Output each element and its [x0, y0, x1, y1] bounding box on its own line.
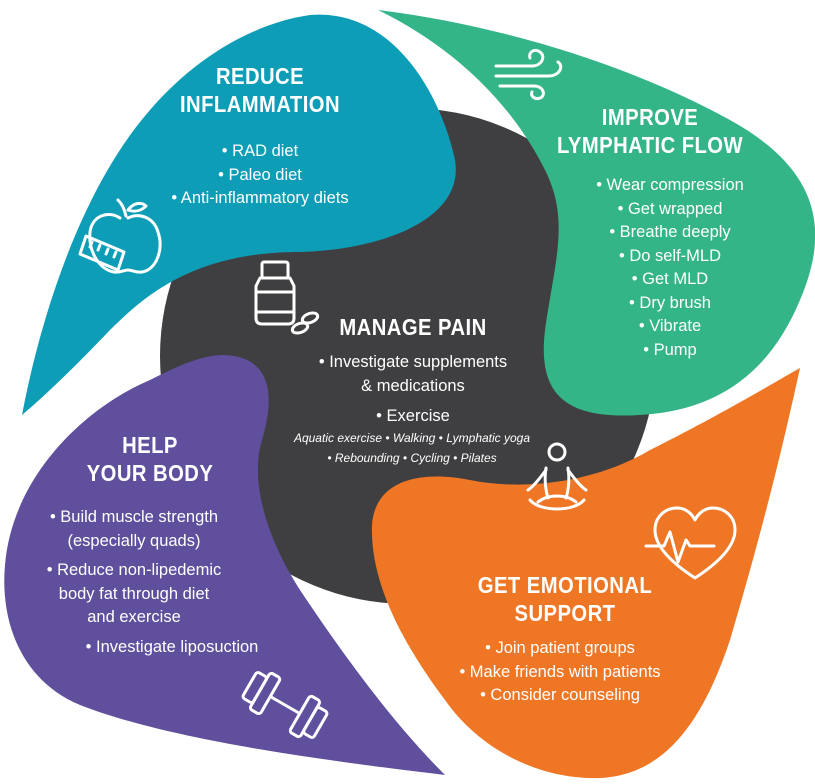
- exercise-line: Aquatic exercise • Walking • Lymphatic y…: [293, 431, 531, 445]
- exercise-line: • Rebounding • Cycling • Pilates: [327, 451, 497, 465]
- emotional-section: GET EMOTIONAL SUPPORT: [450, 571, 680, 627]
- body-item: • Build muscle strength: [49, 508, 219, 526]
- lymphatic-item: • Do self-MLD: [618, 246, 722, 265]
- emotional-title-line: GET EMOTIONAL: [477, 572, 653, 598]
- wind-icon: [494, 48, 563, 100]
- apple-tape-measure-icon: [78, 198, 162, 274]
- lymphatic-petal: [378, 10, 815, 416]
- body-title: HELP YOUR BODY: [53, 431, 247, 487]
- lymphatic-section: IMPROVE LYMPHATIC FLOW: [540, 103, 760, 159]
- inflammation-item: • RAD diet: [221, 142, 299, 160]
- inflammation-title-line: INFLAMMATION: [179, 91, 341, 117]
- lymphatic-item: • Breathe deeply: [609, 223, 731, 241]
- lymphatic-item: • Wear compression: [596, 176, 744, 194]
- lymphatic-item: • Get wrapped: [617, 199, 723, 218]
- body-petal: [4, 355, 446, 775]
- emotional-petal: [371, 368, 800, 779]
- lymphatic-title-line: LYMPHATIC FLOW: [556, 132, 744, 158]
- inflammation-title-line: REDUCE: [215, 63, 305, 89]
- body-item: (especially quads): [67, 531, 201, 550]
- inflammation-item: • Anti-inflammatory diets: [171, 189, 349, 207]
- meditation-icon: [526, 442, 588, 511]
- body-item: • Reduce non-lipedemic: [46, 561, 222, 579]
- pain-exercise: • Exercise: [376, 407, 450, 425]
- body-list-3: • Investigate liposuction: [52, 636, 292, 660]
- body-item: • Investigate liposuction: [85, 638, 259, 656]
- inflammation-list: • RAD diet • Paleo diet • Anti-inflammat…: [130, 140, 390, 211]
- emotional-item: • Make friends with patients: [459, 662, 661, 681]
- lymphatic-list: • Wear compression • Get wrapped • Breat…: [560, 174, 780, 362]
- body-title-line: YOUR BODY: [86, 460, 214, 486]
- emotional-title: GET EMOTIONAL SUPPORT: [464, 571, 666, 627]
- lymphatic-item: • Get MLD: [631, 270, 709, 288]
- body-item: body fat through diet: [58, 584, 210, 603]
- body-list-1: • Build muscle strength (especially quad…: [14, 506, 254, 553]
- pill-bottle-icon: [254, 260, 320, 335]
- lymphatic-item: • Vibrate: [638, 317, 702, 335]
- pain-title: MANAGE PAIN: [339, 314, 487, 340]
- inflammation-section: REDUCE INFLAMMATION: [150, 62, 370, 118]
- inflammation-item: • Paleo diet: [218, 165, 302, 184]
- body-item: and exercise: [87, 608, 181, 626]
- emotional-item: • Join patient groups: [485, 639, 635, 657]
- pain-list: • Investigate supplements & medications: [278, 351, 548, 398]
- pain-exercise-list: Aquatic exercise • Walking • Lymphatic y…: [262, 428, 562, 468]
- body-list-2: • Reduce non-lipedemic body fat through …: [14, 559, 254, 630]
- lymphatic-title: IMPROVE LYMPHATIC FLOW: [553, 103, 747, 159]
- heart-rate-icon: [644, 506, 737, 580]
- dumbbell-icon: [241, 671, 329, 739]
- emotional-item: • Consider counseling: [480, 686, 640, 704]
- emotional-title-line: SUPPORT: [514, 600, 616, 626]
- pain-item: & medications: [361, 376, 465, 395]
- body-title-line: HELP: [122, 432, 178, 458]
- pain-item: • Investigate supplements: [318, 353, 508, 371]
- inflammation-petal: [22, 14, 456, 416]
- lymphatic-item: • Pump: [643, 340, 697, 359]
- lymphatic-item: • Dry brush: [629, 293, 711, 312]
- body-section: HELP YOUR BODY: [40, 431, 260, 487]
- inflammation-title: REDUCE INFLAMMATION: [163, 62, 357, 118]
- lymphatic-title-line: IMPROVE: [601, 104, 699, 130]
- emotional-list: • Join patient groups • Make friends wit…: [425, 637, 695, 708]
